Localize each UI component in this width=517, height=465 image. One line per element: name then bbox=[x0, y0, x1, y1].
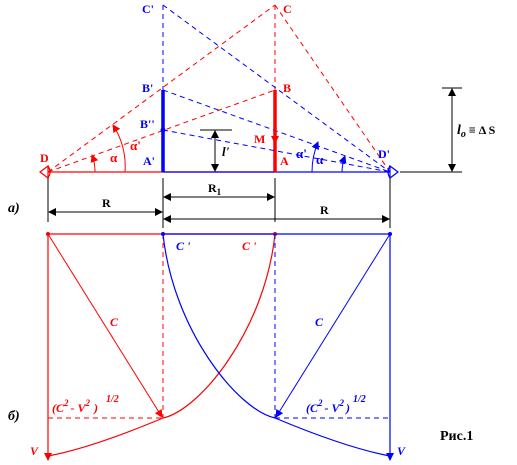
formula-red-open: (C bbox=[52, 401, 65, 415]
angle-arc-alpha-prime-left bbox=[112, 124, 126, 173]
label-C-top: C bbox=[283, 2, 292, 16]
label-V-left: V bbox=[30, 444, 39, 458]
lo-rest: ≡ Δ S bbox=[466, 123, 496, 137]
angle-arc-alpha-prime-right bbox=[311, 141, 320, 173]
label-lo: lo ≡ Δ S bbox=[457, 123, 496, 140]
observer-D-prime-eye-icon bbox=[387, 164, 399, 180]
label-D: D bbox=[40, 151, 49, 165]
formula-red-close: ) bbox=[93, 401, 98, 415]
formula-blue-minus: - V bbox=[325, 401, 341, 415]
label-alpha-right: α bbox=[316, 152, 324, 167]
red-dashed-D-to-C bbox=[47, 4, 276, 173]
formula-red-exp2: 2 bbox=[85, 398, 91, 408]
label-V-right: V bbox=[397, 444, 406, 458]
observer-D-eye-icon bbox=[39, 164, 51, 180]
formula-red-power: 1/2 bbox=[106, 394, 119, 405]
label-C-red: C bbox=[110, 315, 119, 329]
formula-blue-exp2: 2 bbox=[339, 398, 345, 408]
formula-blue: (C2- V2)1/2 bbox=[306, 394, 366, 415]
label-part-b: б) bbox=[8, 409, 20, 424]
label-A: A bbox=[280, 154, 289, 168]
figure-caption: Рис.1 bbox=[440, 429, 473, 444]
R1-subscript: 1 bbox=[217, 187, 222, 197]
formula-blue-open: (C bbox=[306, 401, 319, 415]
formula-blue-close: ) bbox=[345, 401, 350, 415]
formula-blue-power: 1/2 bbox=[353, 394, 366, 405]
label-R-left: R bbox=[102, 196, 111, 210]
blue-node-origin bbox=[388, 232, 392, 236]
label-alpha-left: α bbox=[110, 150, 118, 165]
diagram-part-a: C' C B' B B'' M D D' A' A α α' α α' l' l… bbox=[8, 2, 496, 228]
label-part-a: а) bbox=[8, 201, 20, 216]
label-C-blue: C bbox=[315, 315, 324, 329]
label-C-prime-top: C' bbox=[142, 2, 154, 16]
label-C-prime-red: C ' bbox=[242, 239, 257, 253]
formula-blue-exp: 2 bbox=[317, 398, 323, 408]
label-R1: R1 bbox=[208, 181, 222, 197]
label-R-right: R bbox=[320, 203, 329, 217]
formula-red-exp: 2 bbox=[63, 398, 69, 408]
label-M: M bbox=[254, 132, 265, 146]
blue-dashed-C-prime-to-D-prime bbox=[162, 4, 391, 173]
red-dashed-C-to-D-prime bbox=[274, 4, 391, 173]
label-C-prime-blue: C ' bbox=[176, 239, 191, 253]
label-D-prime: D' bbox=[378, 147, 390, 161]
blue-dashed-D-prime-to-B-dprime bbox=[162, 129, 391, 173]
red-node-origin bbox=[46, 232, 50, 236]
blue-C-vector bbox=[275, 233, 391, 418]
point-B-dprime bbox=[160, 127, 166, 133]
label-l-prime: l' bbox=[222, 144, 230, 159]
label-alpha-prime-right: α' bbox=[296, 146, 307, 161]
R1-main: R bbox=[208, 181, 217, 195]
diagram-part-b: C ' C ' C C V V б) Рис.1 (C2- V2)1/2 (C2… bbox=[8, 232, 473, 461]
label-A-prime: A' bbox=[143, 154, 155, 168]
label-B-dprime: B'' bbox=[140, 117, 155, 131]
label-B: B bbox=[283, 81, 291, 95]
angle-arc-alpha-right bbox=[338, 155, 347, 173]
label-alpha-prime-left: α' bbox=[130, 138, 141, 153]
angle-arc-alpha-left bbox=[90, 154, 99, 173]
label-B-prime: B' bbox=[142, 81, 153, 95]
blue-node-end bbox=[161, 232, 165, 236]
red-C-vector bbox=[47, 233, 163, 418]
formula-red: (C2- V2)1/2 bbox=[52, 394, 119, 415]
red-curve bbox=[47, 233, 276, 457]
formula-red-minus: - V bbox=[71, 401, 87, 415]
lo-main: l bbox=[457, 123, 461, 138]
lo-subscript: o bbox=[461, 129, 466, 140]
blue-curve bbox=[162, 233, 391, 457]
